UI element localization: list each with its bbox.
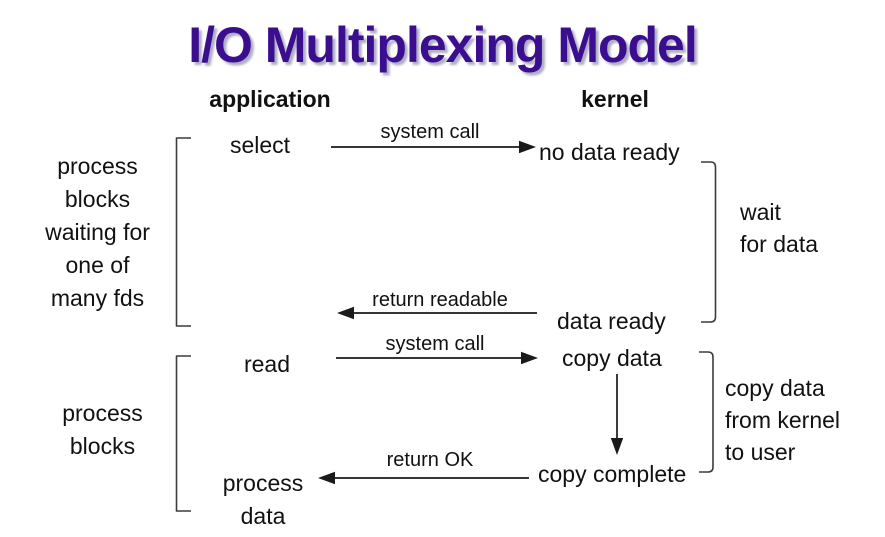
label-system-call-1: system call <box>380 121 480 143</box>
bracket-select-phase <box>175 137 191 327</box>
note-wait-for-data: wait for data <box>740 199 818 257</box>
state-read: read <box>243 351 291 377</box>
note-process-blocks-waiting: process blocks waiting for one of many f… <box>45 153 150 311</box>
arrow-system-call-read <box>336 351 538 365</box>
label-system-call-2: system call <box>385 333 485 355</box>
bracket-wait-for-data <box>701 161 717 323</box>
note-copy-data-from-kernel: copy data from kernel to user <box>725 375 841 465</box>
note-process-blocks: process blocks <box>62 400 143 459</box>
state-copy-data: copy data <box>562 345 662 371</box>
label-return-readable: return readable <box>372 289 508 311</box>
label-return-ok: return OK <box>386 449 474 471</box>
state-copy-complete: copy complete <box>538 461 687 487</box>
state-process-data: process data <box>222 470 304 529</box>
state-select: select <box>229 132 291 158</box>
arrow-system-call-select <box>331 140 536 154</box>
bracket-copy-data <box>699 351 714 473</box>
bracket-read-phase <box>175 355 191 512</box>
arrow-return-ok <box>318 471 529 485</box>
column-header-application: application <box>209 86 331 112</box>
state-data-ready: data ready <box>557 308 666 334</box>
page-title: I/O Multiplexing Model <box>188 17 698 73</box>
state-no-data-ready: no data ready <box>539 139 680 165</box>
arrow-return-readable <box>337 306 537 320</box>
arrow-copy-progress <box>610 374 624 455</box>
column-header-kernel: kernel <box>581 86 649 112</box>
